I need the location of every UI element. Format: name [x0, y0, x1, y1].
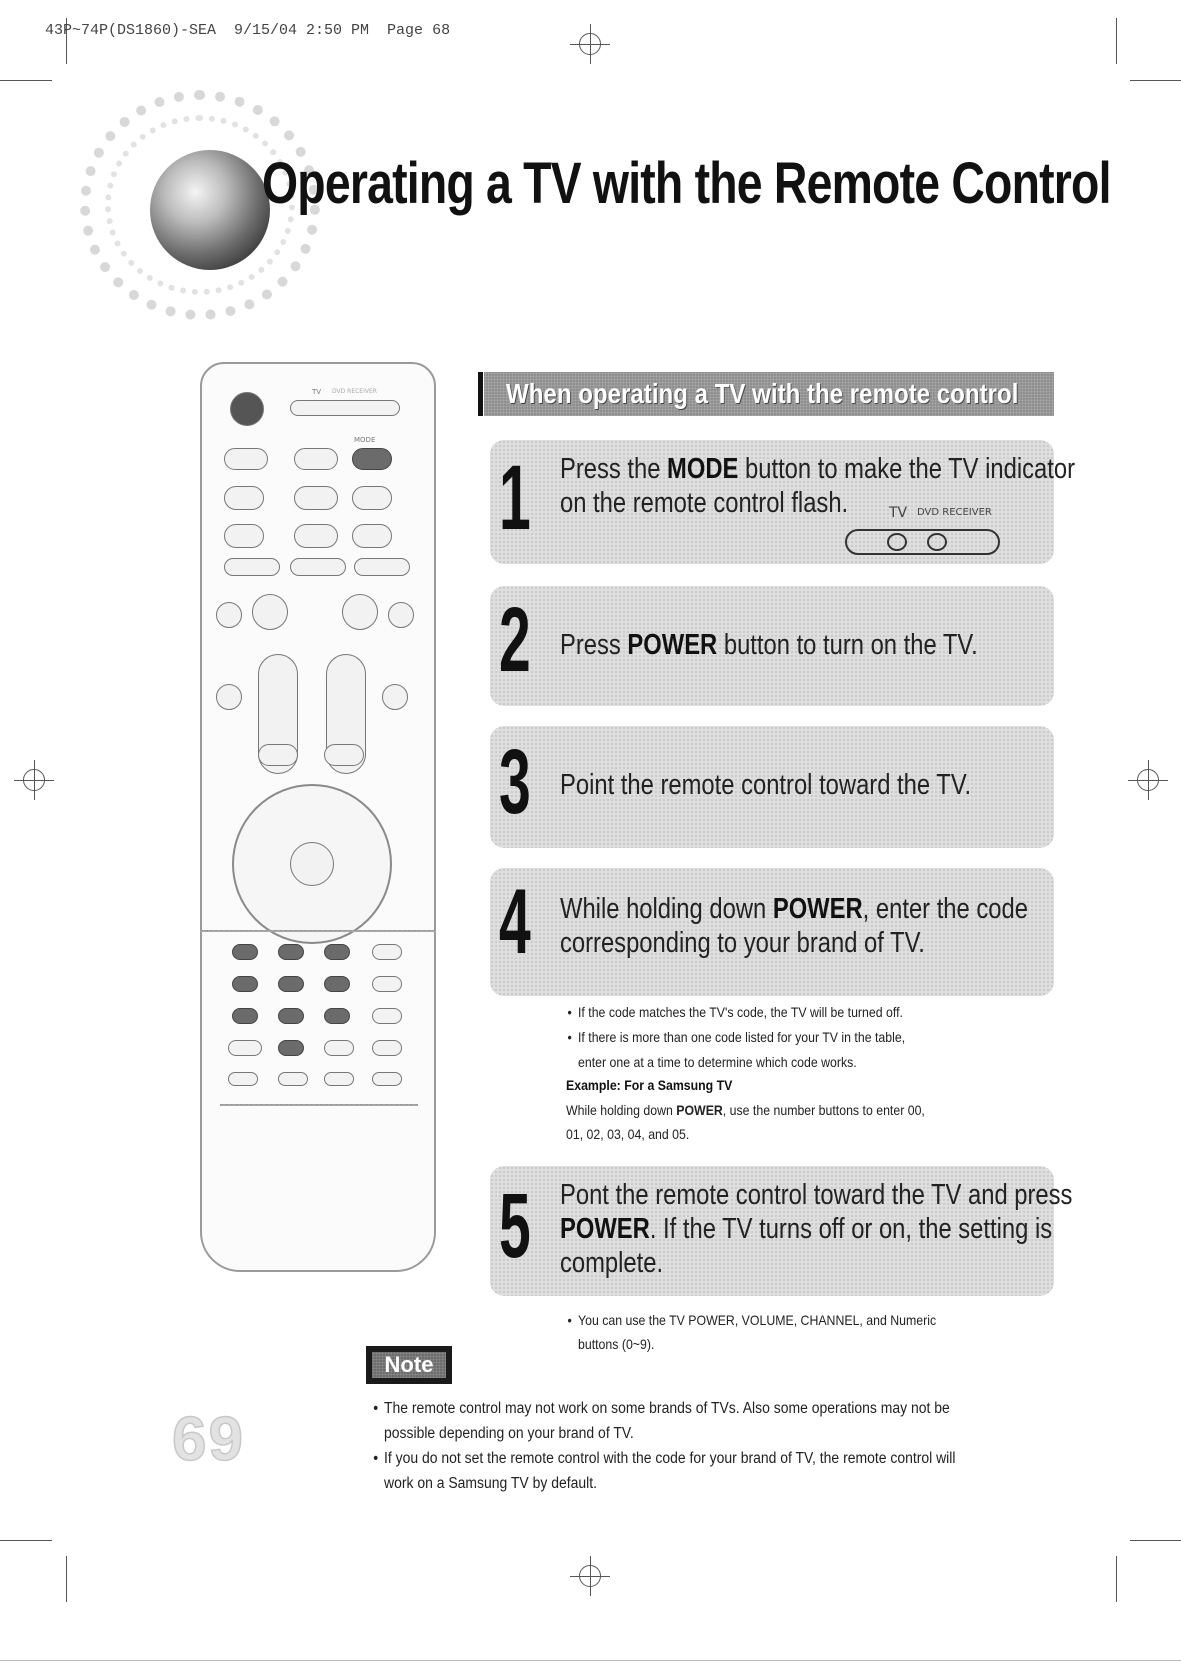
tv-indicator-light-icon — [887, 533, 907, 551]
note-badge: Note — [366, 1346, 452, 1384]
mode-button — [352, 448, 392, 470]
step-2-box — [490, 586, 1054, 706]
section-bar — [484, 372, 1054, 416]
step-4-number: 4 — [499, 871, 531, 973]
note-bullet-continued: work on a Samsung TV by default. — [384, 1475, 597, 1492]
title-orb-icon — [150, 150, 270, 270]
section-title: When operating a TV with the remote cont… — [506, 378, 1019, 409]
number-button — [324, 976, 350, 992]
registration-mark — [14, 760, 54, 800]
page-title: Operating a TV with the Remote Control — [262, 151, 1111, 216]
number-button — [324, 944, 350, 960]
example-text: While holding down POWER, use the number… — [566, 1102, 925, 1142]
crop-mark — [1130, 80, 1181, 81]
enter-button — [290, 842, 334, 886]
crop-mark — [0, 1660, 1181, 1661]
step-4-bullet: •If the code matches the TV's code, the … — [567, 1004, 903, 1020]
power-button — [230, 392, 264, 426]
tv-dvd-indicator — [290, 400, 400, 416]
page-number: 69 — [171, 1404, 245, 1475]
step-5-number: 5 — [499, 1175, 531, 1277]
number-button — [232, 1008, 258, 1024]
crop-mark — [1116, 18, 1117, 64]
example-title: Example: For a Samsung TV — [566, 1077, 733, 1093]
step-5-bullet-continued: buttons (0~9). — [578, 1336, 655, 1352]
number-button — [232, 976, 258, 992]
note-bullet: •The remote control may not work on some… — [373, 1400, 950, 1417]
indicator-dvd-label: DVD RECEIVER — [917, 507, 992, 518]
registration-mark — [570, 24, 610, 64]
step-1-number: 1 — [499, 447, 531, 549]
step-4-bullet: •If there is more than one code listed f… — [567, 1029, 906, 1045]
step-5-text: Pont the remote control toward the TV an… — [560, 1179, 1073, 1279]
crop-mark — [66, 18, 67, 64]
print-slug: 43P~74P(DS1860)-SEA 9/15/04 2:50 PM Page… — [45, 22, 451, 39]
step-3-box — [490, 726, 1054, 848]
step-5-box — [490, 1166, 1054, 1296]
remote-label-dvd-receiver: DVD RECEIVER — [332, 388, 377, 395]
title-decoration — [105, 115, 295, 295]
crop-mark — [66, 1556, 67, 1602]
step-4-text: While holding down POWER, enter the code… — [560, 893, 1028, 959]
step-4-box — [490, 868, 1054, 996]
tv-indicator-illustration: TV DVD RECEIVER — [845, 503, 1000, 575]
crop-mark — [1130, 1540, 1181, 1541]
number-button — [324, 1008, 350, 1024]
remote-label-tv: TV — [312, 388, 322, 396]
note-bullet-continued: possible depending on your brand of TV. — [384, 1425, 634, 1442]
crop-mark — [0, 80, 52, 81]
step-1-box — [490, 440, 1054, 564]
step-2-text: Press POWER button to turn on the TV. — [560, 629, 978, 661]
remote-control-illustration: TV DVD RECEIVER MODE — [200, 362, 436, 1272]
crop-mark — [0, 1540, 52, 1541]
note-label: Note — [384, 1352, 434, 1377]
number-button — [278, 1040, 304, 1056]
step-3-text: Point the remote control toward the TV. — [560, 769, 972, 801]
dvd-indicator-light-icon — [927, 533, 947, 551]
step-3-number: 3 — [499, 731, 531, 833]
indicator-tv-label: TV — [889, 505, 908, 521]
section-bar-accent — [478, 372, 483, 416]
step-5-bullet: •You can use the TV POWER, VOLUME, CHANN… — [567, 1312, 937, 1328]
remote-label-mode: MODE — [354, 436, 376, 444]
step-4-bullet-continued: enter one at a time to determine which c… — [578, 1054, 857, 1070]
crop-mark — [1116, 1556, 1117, 1602]
number-button — [232, 944, 258, 960]
registration-mark — [1128, 760, 1168, 800]
number-button — [278, 976, 304, 992]
number-button — [278, 1008, 304, 1024]
number-button — [278, 944, 304, 960]
registration-mark — [570, 1556, 610, 1596]
note-bullet: •If you do not set the remote control wi… — [373, 1450, 956, 1467]
title-decoration — [80, 90, 320, 320]
step-2-number: 2 — [499, 589, 531, 691]
step-1-text: Press the MODE button to make the TV ind… — [560, 453, 1076, 519]
